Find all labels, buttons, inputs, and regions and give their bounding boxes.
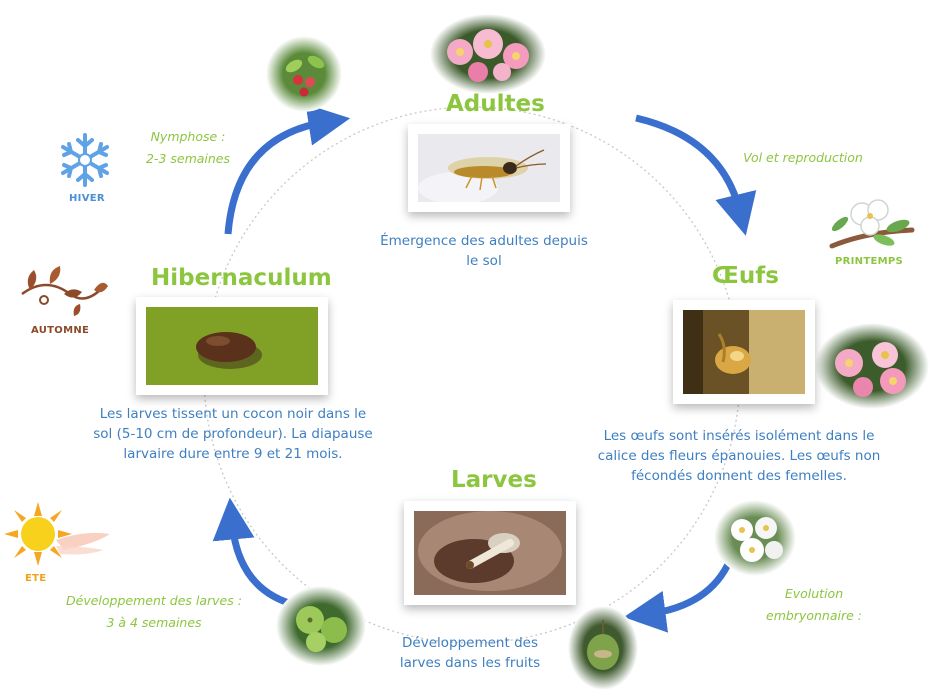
desc-larves: Développement des larves dans les fruits xyxy=(399,635,541,671)
season-printemps: PRINTEMPS xyxy=(835,256,903,267)
photo-cocoon xyxy=(136,297,328,395)
note-evolution-embryonnaire: Evolution embryonnaire : xyxy=(766,586,862,623)
note-vol-reproduction: Vol et reproduction xyxy=(743,150,863,165)
photo-adult-sawfly xyxy=(408,124,570,212)
arrow-hibernaculum-to-adultes xyxy=(224,103,351,235)
snowflake-icon xyxy=(61,133,109,187)
note-developpement-larves: Développement des larves : 3 à 4 semaine… xyxy=(66,593,242,630)
arrow-adultes-to-oeufs xyxy=(635,114,757,236)
green-fruits-image xyxy=(276,586,366,666)
stage-title-larves: Larves xyxy=(451,467,537,493)
stage-title-adultes: Adultes xyxy=(446,91,545,117)
white-flower-branch-icon xyxy=(829,199,915,249)
season-ete: ETE xyxy=(25,573,47,584)
season-automne: AUTOMNE xyxy=(31,325,90,336)
white-blossom-image xyxy=(714,500,796,576)
autumn-leaves-icon xyxy=(21,266,108,316)
season-hiver: HIVER xyxy=(69,193,105,204)
desc-oeufs: Les œufs sont insérés isolément dans le … xyxy=(597,428,881,484)
photo-eggs xyxy=(673,300,815,404)
photo-larva-in-fruit xyxy=(404,501,576,605)
note-nymphose: Nymphose : 2-3 semaines xyxy=(145,129,231,166)
pink-blossom-image-right xyxy=(815,323,929,409)
sun-icon xyxy=(4,502,110,566)
desc-adultes: Émergence des adultes depuis le sol xyxy=(380,233,588,269)
stage-title-oeufs: Œufs xyxy=(712,263,779,289)
pink-blossom-image-top xyxy=(430,14,546,94)
young-fruit-image xyxy=(568,606,638,690)
stage-title-hibernaculum: Hibernaculum xyxy=(151,265,332,291)
arrow-oeufs-to-larves xyxy=(623,558,734,633)
arrow-larves-to-hibernaculum xyxy=(212,497,294,608)
desc-hibernaculum: Les larves tissent un cocon noir dans le… xyxy=(93,406,373,462)
flower-buds-image xyxy=(266,36,342,112)
